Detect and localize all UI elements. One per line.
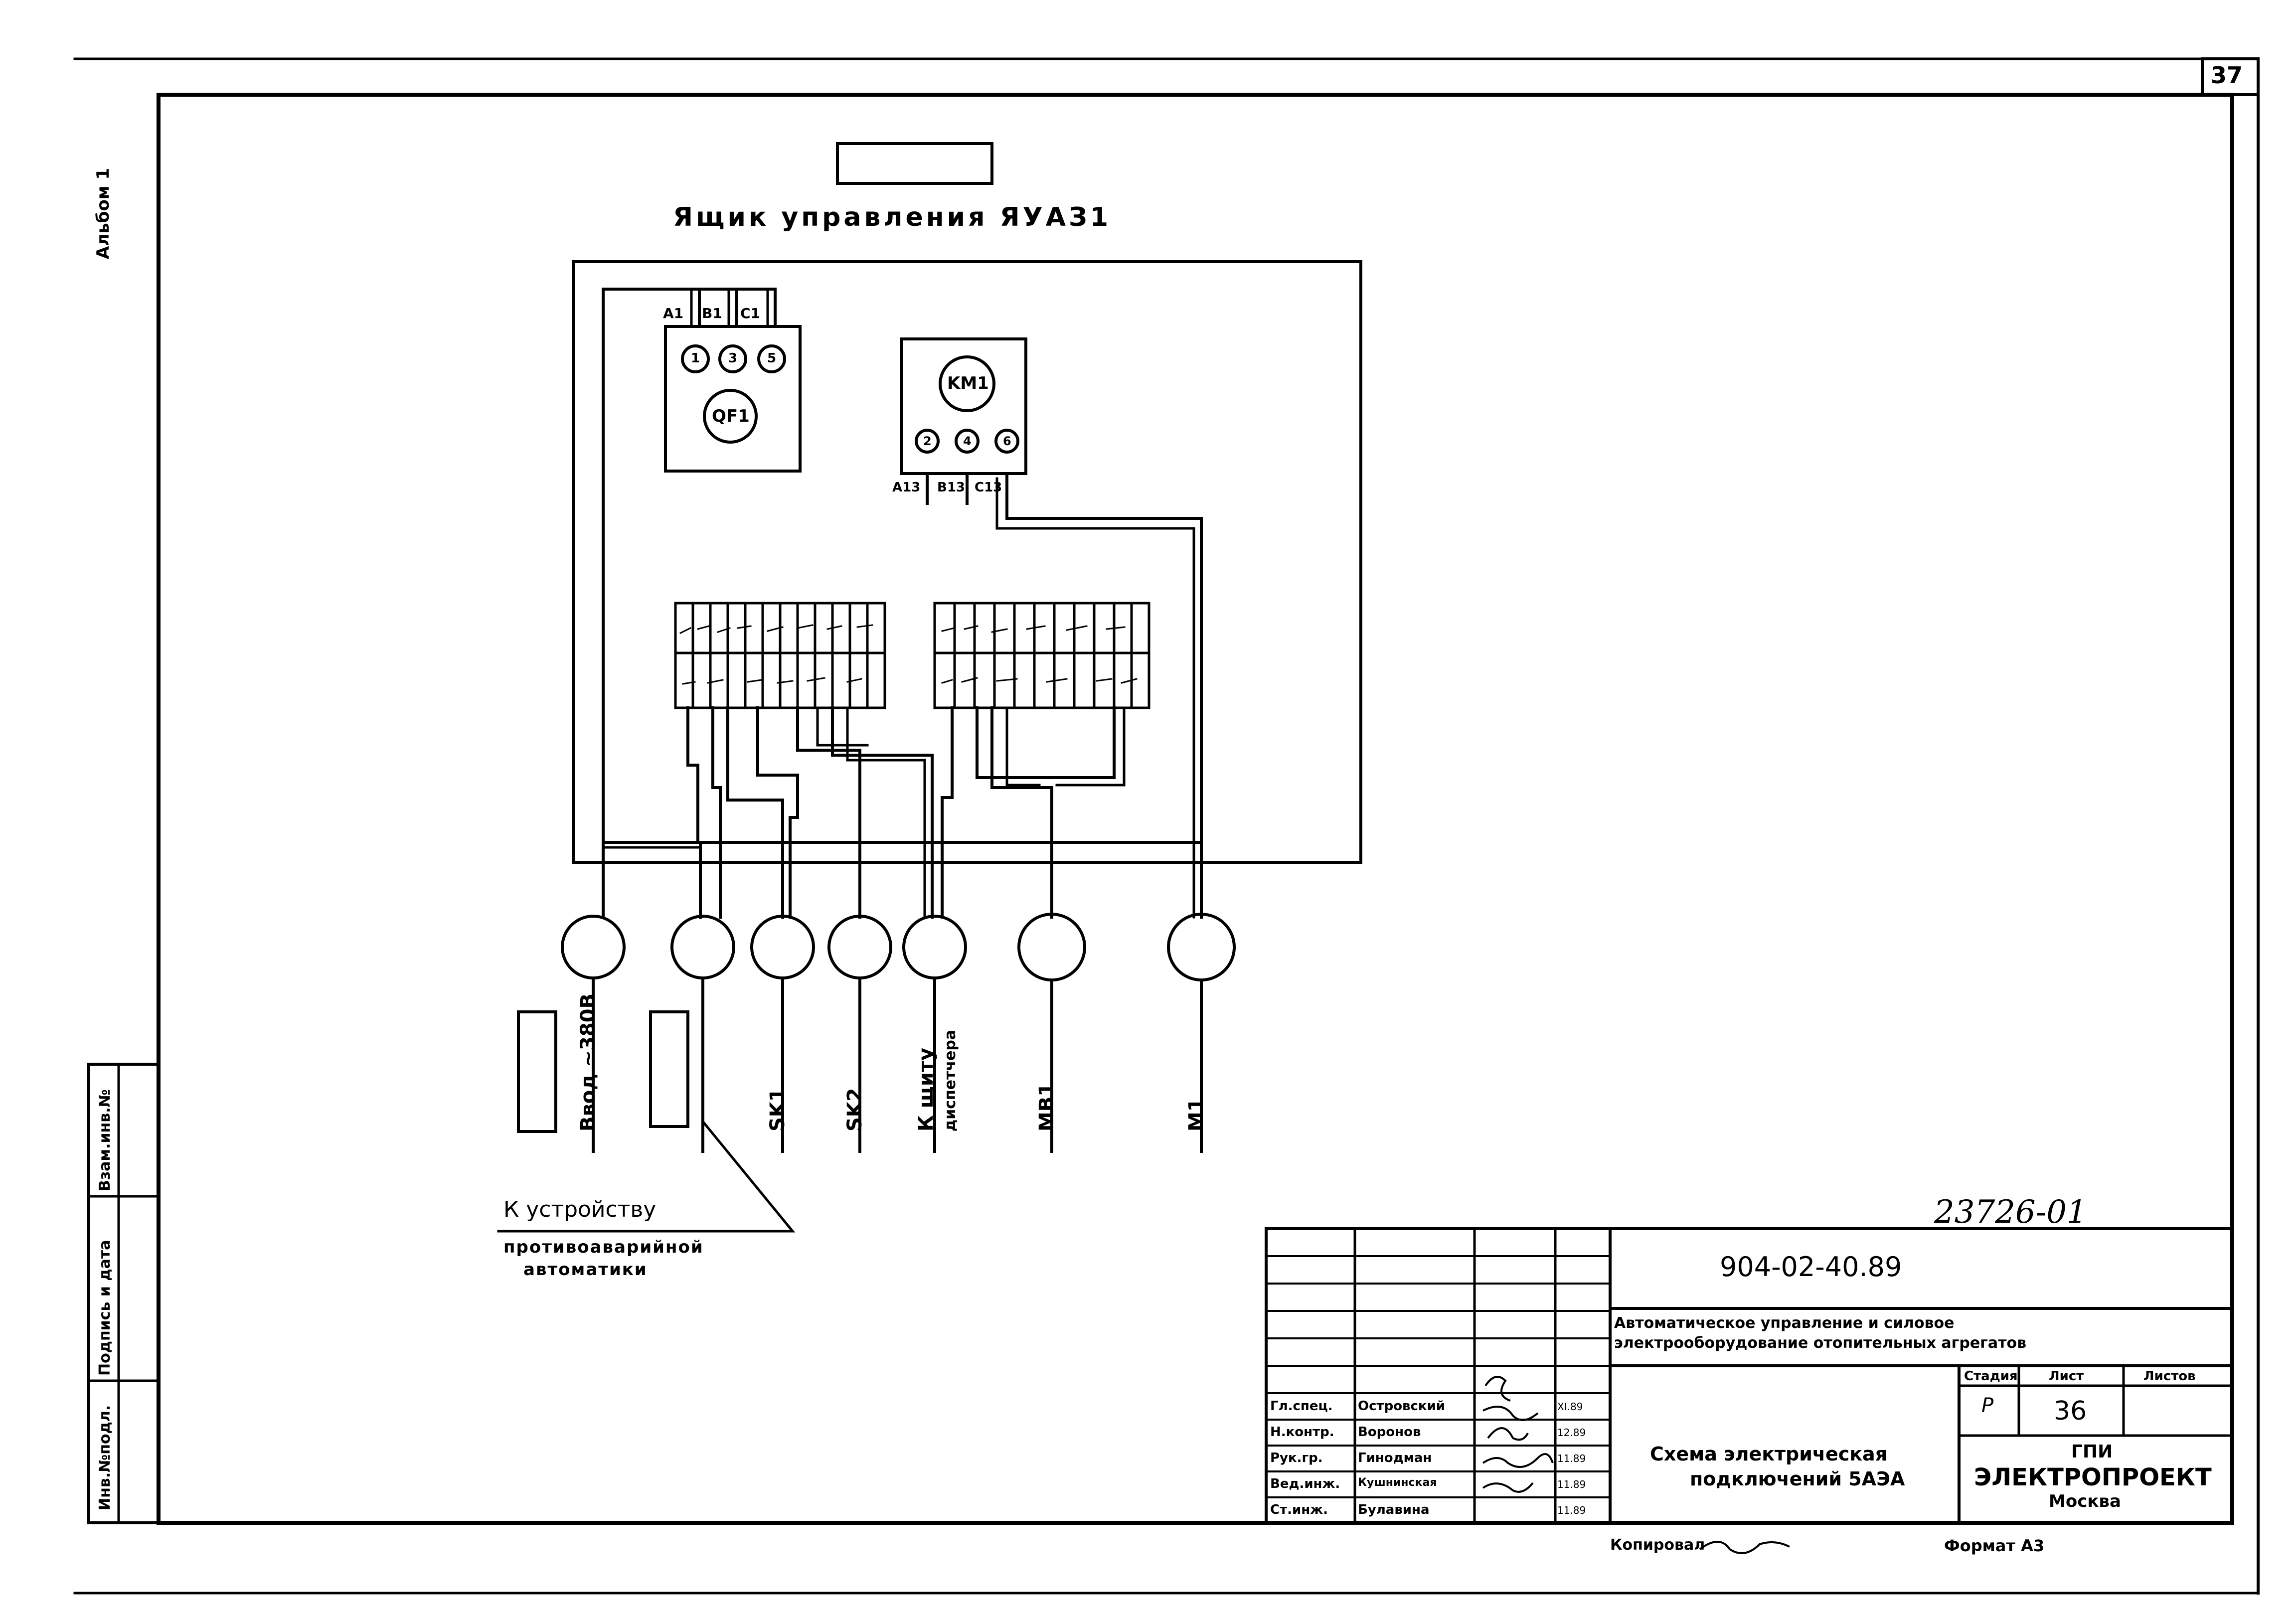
doc-code: 904-02-40.89: [1720, 1251, 1902, 1283]
role-2: Рук.гр.: [1270, 1451, 1323, 1465]
device-note-line1: К устройству: [503, 1197, 656, 1222]
org-line-1: ГПИ: [2071, 1442, 2113, 1462]
contactor-out-a: A13: [892, 480, 921, 495]
drawing-frame: [157, 93, 2234, 1525]
role-1: Н.контр.: [1270, 1425, 1334, 1440]
album-label: Альбом 1: [93, 167, 113, 259]
breaker-phase-b: B1: [702, 305, 722, 322]
contactor-label-circle: [939, 355, 995, 412]
name-3: Кушнинская: [1358, 1476, 1437, 1489]
cable-label-vvod: Ввод ~380В: [577, 993, 600, 1132]
blank-tag-box: [649, 1010, 689, 1128]
name-2: Гинодман: [1358, 1451, 1432, 1465]
breaker-label-circle: [703, 389, 758, 444]
contactor-out-b: B13: [937, 480, 965, 495]
breaker-term-1: 1: [691, 351, 700, 366]
breaker-terminal-3: [718, 344, 747, 373]
gland-k-schitu: [902, 915, 967, 979]
stage-value: Р: [1981, 1394, 1994, 1417]
org-line-3: Москва: [2049, 1491, 2121, 1511]
role-0: Гл.спец.: [1270, 1399, 1333, 1414]
date-2: 11.89: [1557, 1453, 1586, 1464]
terminal-strip-2: [933, 602, 1150, 709]
gland-sk1: [750, 915, 815, 979]
breaker-terminal-1: [681, 344, 710, 373]
breaker-box: [664, 325, 802, 473]
contactor-terminal-6: [994, 429, 1019, 454]
nameplate-box: [836, 142, 993, 185]
role-4: Ст.инж.: [1270, 1502, 1328, 1517]
cable-label-k-schitu: К щиту: [915, 1047, 938, 1132]
drawing-title-2: подключений 5АЭА: [1690, 1468, 1905, 1490]
sheets-header: Листов: [2143, 1369, 2196, 1384]
cable-label-sk2: SK2: [843, 1088, 866, 1132]
signature-marks: [1482, 1376, 1790, 1554]
name-4: Булавина: [1358, 1502, 1430, 1517]
handwritten-number: 23726-01: [1934, 1194, 2087, 1231]
project-title-2: электрооборудование отопительных агрегат…: [1614, 1334, 2027, 1352]
contactor-term-6: 6: [1003, 434, 1011, 448]
corner-sheet-number: 37: [2211, 62, 2243, 89]
device-note-line2: противоаварийной: [503, 1237, 704, 1257]
cable-label-mb1: MB1: [1035, 1082, 1058, 1132]
cabinet-outline: [572, 260, 1362, 864]
cable-label-k-schitu-sub: диспетчера: [942, 1029, 959, 1132]
contactor-term-2: 2: [923, 434, 932, 448]
cable-label-m1: M1: [1185, 1098, 1208, 1132]
left-stamp-inv: Инв.№подл.: [96, 1405, 114, 1510]
terminal-strip-1: [674, 602, 886, 709]
cabinet-title: Ящик управления ЯУАЗ1: [673, 202, 1112, 232]
left-stamp-signature: Подпись и дата: [96, 1240, 114, 1376]
vvod-tag-box: [517, 1010, 557, 1133]
breaker-terminal-5: [757, 344, 786, 373]
corner-number-box: [2201, 57, 2260, 96]
breaker-label: QF1: [712, 406, 750, 426]
org-line-2: ЭЛЕКТРОПРОЕКТ: [1974, 1463, 2212, 1491]
contactor-out-c: C13: [975, 480, 1002, 495]
contactor-terminal-4: [955, 429, 980, 454]
contactor-label: KM1: [947, 373, 989, 393]
name-1: Воронов: [1358, 1425, 1421, 1440]
breaker-term-5: 5: [767, 351, 777, 366]
sheet-value: 36: [2054, 1396, 2087, 1426]
cable-label-sk1: SK1: [766, 1088, 789, 1132]
left-stamp-replace: Взам.инв.№: [96, 1089, 114, 1191]
name-0: Островский: [1358, 1399, 1446, 1414]
date-3: 11.89: [1557, 1478, 1586, 1490]
breaker-phase-a: A1: [663, 305, 684, 322]
date-4: 11.89: [1557, 1504, 1586, 1516]
left-stamp-strip: [87, 1063, 160, 1524]
breaker-phase-c: C1: [740, 305, 761, 322]
role-3: Вед.инж.: [1270, 1476, 1340, 1491]
gland-vvod: [561, 915, 626, 979]
copied-label: Копировал: [1610, 1536, 1705, 1554]
project-title-1: Автоматическое управление и силовое: [1614, 1314, 1955, 1332]
contactor-terminal-2: [915, 429, 940, 454]
gland-mb1: [1017, 913, 1086, 981]
breaker-term-3: 3: [728, 351, 738, 366]
stage-header: Стадия: [1964, 1369, 2018, 1384]
device-note-line3: автоматики: [523, 1260, 648, 1280]
title-block-grid: [1265, 1227, 2234, 1524]
date-1: 12.89: [1557, 1427, 1586, 1439]
gland-blank: [670, 915, 735, 979]
contactor-term-4: 4: [963, 434, 972, 448]
contactor-box: [900, 337, 1027, 475]
gland-m1: [1167, 913, 1236, 981]
drawing-title-1: Схема электрическая: [1650, 1443, 1888, 1465]
date-0: XI.89: [1557, 1401, 1583, 1413]
format-label: Формат А3: [1944, 1536, 2045, 1555]
gland-sk2: [827, 915, 892, 979]
sheet-header: Лист: [2049, 1369, 2084, 1384]
